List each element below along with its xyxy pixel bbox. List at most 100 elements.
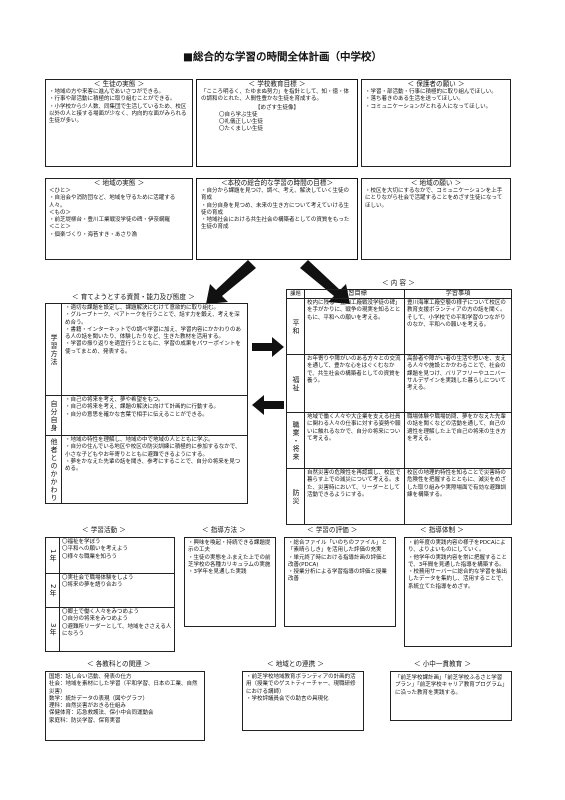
school-goal-text: 「こころ明るく、たゆまぬ努力」を指針として、知・徳・体の調和のとれた、人間性豊か… (201, 89, 350, 103)
content-header: ＜ 内 容 ＞ (380, 279, 417, 288)
guardian-wish-box: ＜ 保護者の願い ＞ ・学習・部活動・行事に積極的に取り組んでほしい。 ・落ち着… (361, 79, 511, 167)
list-item: ・校区を大切にするなかで、コミュニケーションを上手にとりながら社会で活躍すること… (365, 188, 503, 209)
page-title: ■総合的な学習の時間全体計画（中学校） (183, 51, 382, 63)
grade-label: 1年 (45, 537, 60, 574)
list-item: ・自治会や消防団など、地域を守るために活躍する人々。 (49, 195, 176, 209)
list-item: 数学：統計データの表現（図やグラフ） (49, 695, 149, 702)
list-item: ・学習の振り返りを適宜行うとともに、学習の成果をパワーポイントを使ってまとめ、発… (65, 341, 241, 355)
content-col-items: 学習事項 (404, 289, 512, 299)
list-item: ・総合ファイル「いのちのファイル」と「素晴らしき」を活用した評価の充実 (288, 540, 388, 554)
content-goal: 自然災害の危険性を再認識し、校区で暮らす上での減災について考える。また、災害時に… (304, 468, 405, 525)
content-topic: 平和 (286, 298, 305, 355)
arrow-down-left-icon (206, 260, 256, 304)
list-item: 〇自分の将来をみつめよう (62, 616, 129, 623)
list-item: 〇自ら学ぶ生徒 (219, 111, 258, 118)
list-item: 理科：自然災害がおきる仕組み (49, 703, 126, 710)
content-topic: 職業・将来 (286, 412, 305, 469)
grade-label: 3年 (45, 607, 60, 652)
qualities-row-label: 他者とのかかわり (45, 435, 62, 504)
list-item: ・学校評議員会での助言の具現化 (246, 695, 329, 702)
community-box: ・前芝学校地域教育ボランティアの計画的活用（授業でのゲストティーチャー、現職研修… (242, 671, 364, 731)
list-item: ＜ひと＞ (49, 188, 71, 194)
activity-header: ＜ 学習活動 ＞ (80, 526, 128, 535)
method-header: ＜ 指導方法 ＞ (200, 526, 248, 535)
integrated-study-goal-header: ＜本校の総合的な学習の時間の目標＞ (220, 179, 334, 187)
list-item: ・自分自身を見つめ、未来の生き方について考えていける生徒の育成 (201, 202, 350, 216)
region-status-box: ＜ 地域の実態 ＞ ＜ひと＞ ・自治会や消防団など、地域を守るために活躍する人々… (45, 178, 193, 260)
qualities-row-label: 学習方法 (45, 303, 62, 396)
list-item: 〇郷土で働く人々をみつめよう (62, 609, 140, 615)
content-items: 職場体験や職場訪問、夢をかなえた先輩の話を聞くなどの活動を通して、自己の適性を理… (404, 412, 512, 469)
list-item: ・前芝学校地域教育ボランティアの計画的活用（授業でのゲストティーチャー、現職研修… (246, 674, 356, 695)
integrated-study-goal-box: ＜本校の総合的な学習の時間の目標＞ ・自分から課題を見つけ、調べ、考え、解決して… (196, 178, 358, 260)
list-item: ＜もの＞ (49, 209, 72, 216)
list-item: 「前芝学校課計画」「前芝学校ふるさと学習プラン」「前芝学校キャリア教育プログラム… (395, 675, 505, 696)
list-item: ・地域の特性を理解し、地域の中で地域の人とともに学ぶ。 (65, 437, 214, 443)
content-col-goal: 学習目標 (304, 289, 405, 299)
region-wish-box: ＜ 地域の願い ＞ ・校区を大切にするなかで、コミュニケーションを上手にとりなが… (361, 178, 511, 260)
elem-mid-header: ＜ 小中一貫教育 ＞ (412, 660, 473, 669)
list-item: ・行事や部活動に積極的に取り組むことができる。 (49, 96, 176, 103)
list-item: 〇礼儀正しい生徒 (219, 119, 264, 126)
qualities-header: ＜ 育てようとする資質・能力及び態度 ＞ (70, 293, 197, 302)
list-item: ・グループトーク、ペアトークを行うことで、話す力を鍛え、考えを深め合う。 (65, 312, 240, 326)
list-item: ・前年度の実践内容の様子をPDCAにより、よりよいものにしていく。 (408, 540, 506, 554)
list-item: ・他学年の実践内容を常に把握することで、3年間を見通した指導を構築する。 (408, 554, 508, 568)
list-item: 〇平和への願いを考えよう (62, 546, 129, 553)
list-item: 〇避難所リーダーとして、地域をささえる人になろう (62, 623, 172, 637)
evaluation-header: ＜ 学習の評価 ＞ (305, 526, 360, 535)
list-item: ・書籍・インターネットでの調べ学習に加え、学習内容にかかわりのある人の話を聞いた… (65, 326, 242, 341)
list-item: ・興味を喚起・持続できる課題提示の工夫 (188, 540, 271, 554)
list-item: ・自分の住んでいる地区や校区の防災訓練に積極的に参加するなかで、小さな子どもやお… (65, 444, 241, 458)
list-item: ・地域社会における共生社会の構築者としての資質をもった生徒の育成 (201, 217, 350, 231)
list-item: ・学習・部活動・行事に積極的に取り組んでほしい。 (365, 89, 497, 95)
qualities-row-label: 自分自身 (45, 395, 62, 436)
list-item: ・校務用サーバーに総合的な学習を抽出したデータを集約し、活用することで、系統立て… (408, 569, 507, 590)
list-item: ・地域の方や来客に進んであいさつができる。 (49, 89, 165, 95)
system-header: ＜ 指導体制 ＞ (418, 526, 466, 535)
arrow-left-icon (252, 395, 284, 415)
list-item: ・自己の将来を考え、課題の解決に向けて計画的に行動する。 (65, 404, 220, 411)
content-items: 豊川海軍工廠空襲の様子について校区の教育支援ボランティアの方の話を聞く。そして、… (404, 298, 512, 355)
list-item: 〇様々な職業を知ろう (62, 553, 118, 560)
list-item: ・自分から課題を見つけ、調べ、考え、解決していく生徒の育成 (201, 188, 350, 202)
content-goal: 校内に残る「豊川工廠戦没学徒の碑」を手がかりに、戦争の現実を知るとともに、平和へ… (304, 298, 405, 355)
content-col-topic: 課題 (286, 289, 305, 299)
evaluation-box: ・総合ファイル「いのちのファイル」と「素晴らしき」を活用した評価の充実 ・単元終… (284, 537, 396, 627)
list-item: 〇実社会で職場体験をしよう (62, 575, 134, 581)
region-status-header: ＜ 地域の実態 ＞ (93, 179, 145, 187)
region-wish-header: ＜ 地域の願い ＞ (410, 179, 462, 187)
content-topic: 福祉 (286, 354, 305, 413)
list-item: 保健体育：応急救護法、保小中合同運動会 (49, 710, 154, 717)
list-item: ・夢をかなえた先輩の話を聞き、参考にすることで、自分の将来を見つめる。 (65, 458, 241, 473)
elem-mid-box: 「前芝学校課計画」「前芝学校ふるさと学習プラン」「前芝学校キャリア教育プログラム… (390, 671, 512, 721)
grade-label: 2年 (45, 573, 60, 608)
school-goal-box: ＜ 学校教育目標 ＞ 「こころ明るく、たゆまぬ努力」を指針として、知・徳・体の調… (196, 79, 358, 167)
list-item: ・授業分析による学習指導の評価と授業改善 (288, 569, 387, 583)
list-item: 〇たくましい生徒 (219, 126, 264, 133)
list-item: ・コミュニケーションがとれる人になってほしい。 (365, 103, 492, 110)
qualities-table: 学習方法 ・適切な課題を設定し、課題解決にむけて意欲的に取り組む。 ・グループト… (45, 303, 248, 504)
list-item: ・自己の将来を考え、夢や希望をもつ。 (65, 397, 164, 403)
list-item: ・単元終了時における指導計画の評価と改善(PDCA) (288, 554, 388, 568)
student-status-header: ＜ 生徒の実態 ＞ (93, 80, 145, 88)
list-item: 社会：地域を素材にした学習（平和学習、日本の工業、自然災害） (49, 681, 198, 695)
list-item: 家庭科：防災学習、保育実習 (49, 717, 121, 724)
list-item: ・前芝堤柳台・豊川工業戦没学徒の碑・伊奈網羅 (49, 217, 171, 224)
system-box: ・前年度の実践内容の様子をPDCAにより、よりよいものにしていく。 ・他学年の実… (404, 537, 512, 647)
list-item: ・適切な課題を設定し、課題解決にむけて意欲的に取り組む。 (65, 305, 220, 311)
content-table: 課題 学習目標 学習事項 平和 校内に残る「豊川工廠戦没学徒の碑」を手がかりに、… (286, 289, 512, 525)
content-topic: 防災 (286, 468, 305, 525)
list-item: ・3学年を見通した実践 (188, 569, 247, 576)
list-item: ・落ち着きのある生活を送ってほしい。 (365, 96, 464, 103)
method-box: ・興味を喚起・持続できる課題提示の工夫 ・生徒の実態をふまえた上での前芝学校の各… (184, 537, 276, 627)
list-item: 国語：話し合い活動、発表の仕方 (49, 674, 132, 680)
list-item: ＜こと＞ (49, 224, 72, 231)
list-item: ・小学校から少人数、同集団で生活しているため、校区以外の人と接する場面が少なく、… (49, 103, 187, 125)
list-item: ・個楽づくり・海苔すき・あさり漁 (49, 231, 138, 238)
list-item: ・生徒の実態をふまえた上での前芝学校の各種カリキュラムの実施 (188, 554, 271, 568)
ideal-student-header: 【めざす生徒像】 (254, 104, 299, 111)
activity-table: 1年 〇福祉を学ぼう 〇平和への願いを考えよう 〇様々な職業を知ろう 2年 〇実… (45, 537, 175, 652)
student-status-box: ＜ 生徒の実態 ＞ ・地域の方や来客に進んであいさつができる。 ・行事や部活動に… (45, 79, 193, 167)
community-header: ＜ 地域との連携 ＞ (265, 660, 326, 669)
